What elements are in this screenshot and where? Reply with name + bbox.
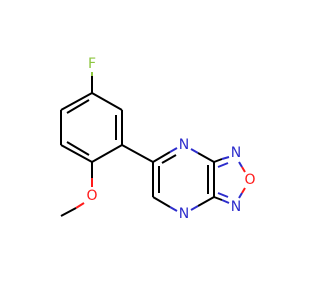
bond-o-ch3-carbon [60, 207, 77, 217]
oxadiazole-ring [213, 156, 246, 204]
bond-pyr-double-2 [161, 154, 177, 164]
bond-pyr-5a [169, 206, 178, 212]
bond-oxa-double-1 [217, 162, 229, 168]
bond-o-ch3-oxygen [75, 202, 85, 209]
bond-pyr-1b [169, 147, 178, 153]
bond-benz-de [60, 144, 93, 163]
bond-oxa-3a [241, 187, 246, 194]
bond-oxa-4a [221, 199, 230, 204]
atom-label-oxygen-methoxy: O [86, 188, 97, 204]
bond-pyr-2b [197, 152, 215, 163]
bond-pyr-2a [190, 148, 199, 154]
bond-pyr-4b [190, 205, 199, 211]
benzene-ring [60, 92, 123, 163]
bond-oxa-4b [213, 196, 223, 201]
bond-oxa-2b [241, 166, 246, 173]
bond-oxa-1a [213, 158, 223, 163]
atom-label-nitrogen-oxadiazole-bottom: N [231, 199, 241, 215]
pyrazine-ring [152, 147, 215, 212]
atom-label-nitrogen-oxadiazole-top: N [231, 145, 241, 161]
bond-benz-cd [91, 144, 123, 163]
bond-pyr-1a [152, 151, 171, 163]
atom-label-nitrogen-pyrazine-top: N [179, 137, 189, 153]
bond-benz-ab [91, 92, 123, 111]
bond-benz-fa [60, 92, 93, 111]
atom-label-fluorine: F [88, 56, 96, 72]
bond-pyr-4a [197, 196, 215, 207]
structure-canvas: F O N N N O N [60, 56, 256, 222]
bond-pyr-5b [152, 196, 171, 208]
molecule-structure: F O N N N O N [60, 56, 256, 222]
bond-oxa-3b [238, 192, 243, 199]
atom-label-oxygen-oxadiazole: O [244, 172, 255, 188]
atom-label-nitrogen-pyrazine-bottom: N [179, 206, 189, 222]
bond-oxa-2a [238, 161, 243, 168]
bond-oxa-1b [221, 156, 230, 160]
bond-benz-double-3 [66, 99, 90, 114]
bond-oxa-double-2 [217, 192, 229, 198]
bond-aryl-link [121, 144, 154, 163]
bond-benz-double-2 [66, 141, 90, 156]
